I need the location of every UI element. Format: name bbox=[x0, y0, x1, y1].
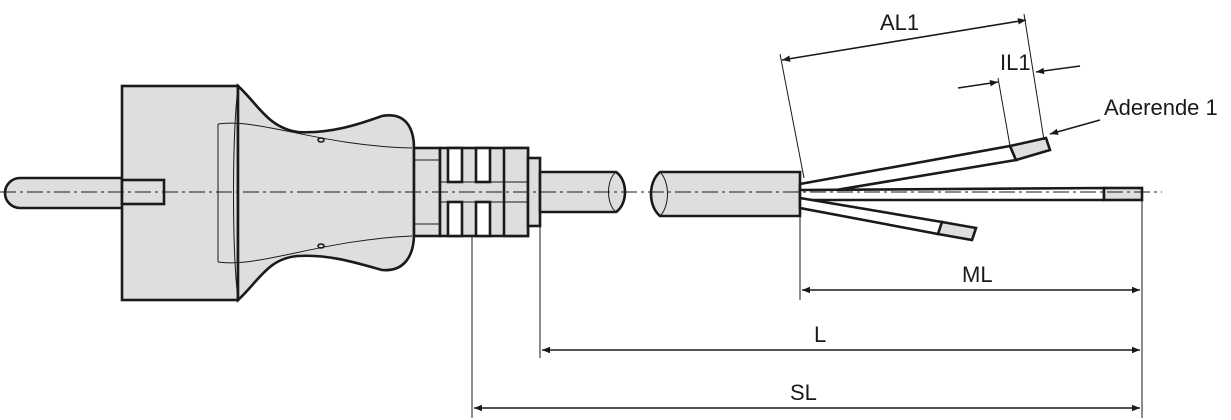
cable-right bbox=[649, 170, 802, 218]
wires bbox=[798, 136, 1144, 242]
label-sl: SL bbox=[790, 380, 817, 405]
label-al1: AL1 bbox=[880, 10, 919, 35]
label-ml: ML bbox=[962, 262, 993, 287]
dimension-il1 bbox=[957, 65, 1081, 147]
dimension-al1 bbox=[779, 13, 1045, 179]
plug-body bbox=[236, 83, 416, 303]
plug bbox=[3, 83, 442, 303]
label-l: L bbox=[814, 322, 826, 347]
dimension-extension-lines bbox=[471, 200, 1143, 418]
leader-aderende bbox=[1049, 119, 1101, 135]
label-il1: IL1 bbox=[1000, 50, 1031, 75]
plug-pin bbox=[3, 176, 152, 210]
label-aderende: Aderende 1 bbox=[1104, 95, 1218, 120]
